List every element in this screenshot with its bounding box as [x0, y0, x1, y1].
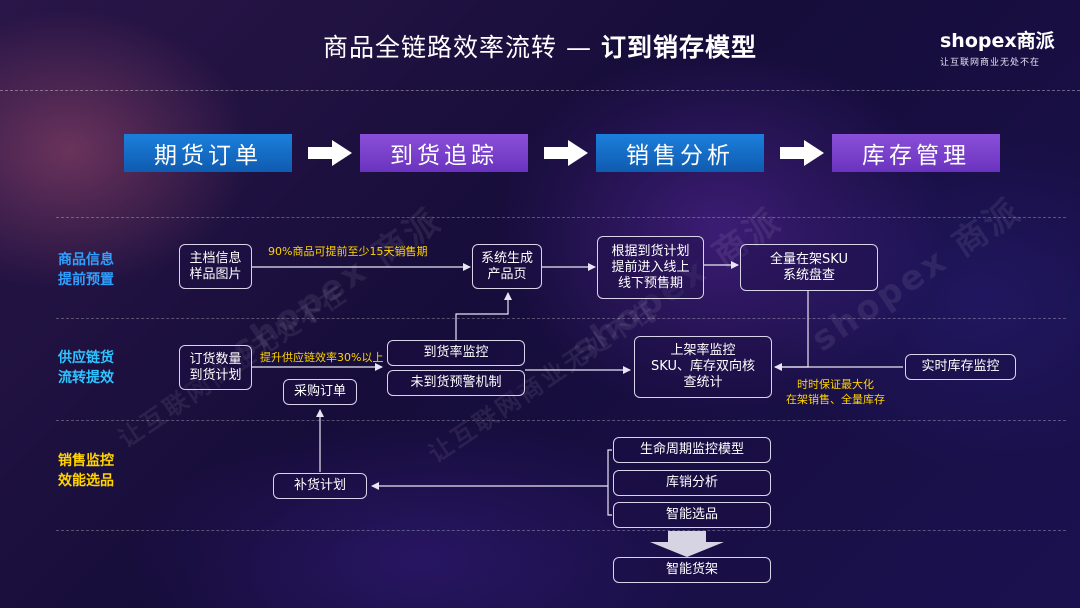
- header-divider: [0, 90, 1080, 91]
- generate-product-page-box: 系统生成产品页: [472, 244, 542, 289]
- arrival-alert-box: 未到货预警机制: [387, 370, 525, 396]
- logo-slogan: 让互联网商业无处不在: [940, 58, 1041, 68]
- right-arrow-icon: [308, 140, 352, 166]
- row-divider: [56, 530, 1066, 531]
- row-divider: [56, 318, 1066, 319]
- efficiency-note: 提升供应链效率30%以上: [260, 351, 384, 364]
- replenishment-plan-box: 补货计划: [273, 473, 367, 499]
- presale-note: 90%商品可提前至少15天销售期: [268, 245, 428, 258]
- stage-inventory-management: 库存管理: [832, 134, 1000, 172]
- row-divider: [56, 420, 1066, 421]
- row-label-product-info: 商品信息提前预置: [58, 252, 114, 288]
- right-arrow-icon: [780, 140, 824, 166]
- stage-futures-order: 期货订单: [124, 134, 292, 172]
- page-title: 商品全链路效率流转 — 订到销存模型: [323, 33, 757, 62]
- right-arrow-icon: [544, 140, 588, 166]
- brand-logo: shopex商派 让互联网商业无处不在: [940, 26, 1060, 68]
- guarantee-note: 时时保证最大化在架销售、全量库存: [786, 378, 885, 406]
- stage-sales-analysis: 销售分析: [596, 134, 764, 172]
- smart-selection-box: 智能选品: [613, 502, 771, 528]
- arrival-rate-box: 到货率监控: [387, 340, 525, 366]
- purchase-order-box: 采购订单: [283, 379, 357, 405]
- presale-plan-box: 根据到货计划提前进入线上线下预售期: [597, 236, 704, 299]
- row-divider: [56, 217, 1066, 218]
- sales-analysis-box: 库销分析: [613, 470, 771, 496]
- order-quantity-box: 订货数量到货计划: [179, 345, 252, 390]
- stage-arrival-tracking: 到货追踪: [360, 134, 528, 172]
- realtime-inventory-box: 实时库存监控: [905, 354, 1016, 380]
- master-info-box: 主档信息样品图片: [179, 244, 252, 289]
- smart-shelf-box: 智能货架: [613, 557, 771, 583]
- row-label-sales-monitor: 销售监控效能选品: [58, 453, 114, 489]
- row-label-supply-chain: 供应链货流转提效: [58, 350, 114, 386]
- logo-wordmark: shopex商派: [940, 30, 1055, 52]
- lifecycle-model-box: 生命周期监控模型: [613, 437, 771, 463]
